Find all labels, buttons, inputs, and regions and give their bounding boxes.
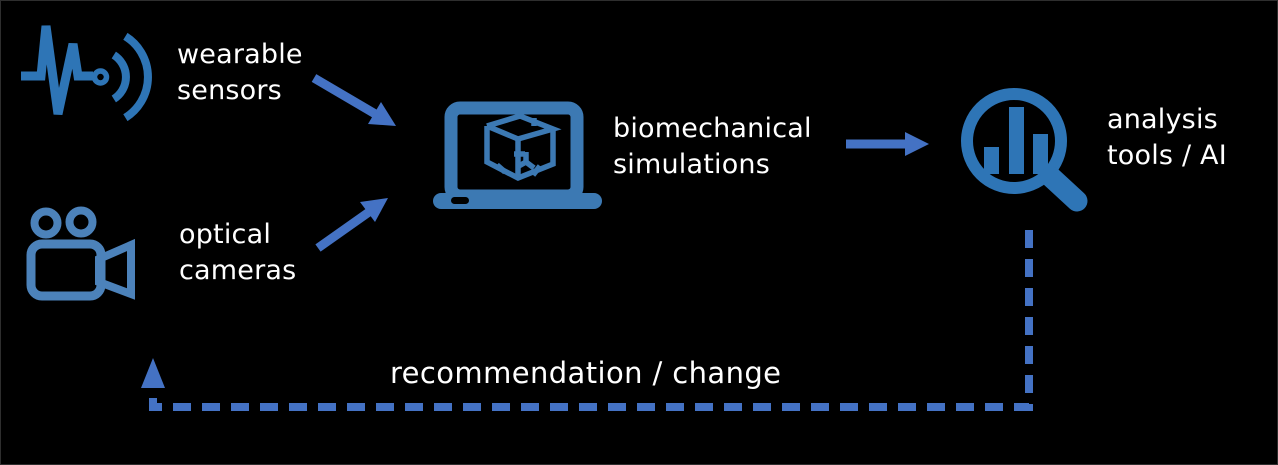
recommendation-change-label: recommendation / change bbox=[390, 356, 782, 390]
magnifier-bar-chart-icon bbox=[956, 86, 1101, 221]
arrow-cameras-to-simulations bbox=[315, 198, 388, 252]
arrow-simulations-to-analysis bbox=[846, 132, 929, 156]
arrow-sensors-to-simulations bbox=[311, 74, 396, 126]
ecg-wireless-signal-icon bbox=[13, 11, 163, 131]
feedback-loop-dashed-arrow bbox=[141, 230, 1033, 411]
analysis-tools-label: analysis tools / AI bbox=[1107, 104, 1227, 171]
video-camera-icon bbox=[23, 193, 138, 333]
biomechanical-simulations-label: biomechanical simulations bbox=[613, 113, 812, 180]
wearable-sensors-label: wearable sensors bbox=[177, 39, 303, 106]
optical-cameras-label: optical cameras bbox=[179, 219, 297, 286]
laptop-3d-cube-icon bbox=[429, 94, 604, 214]
